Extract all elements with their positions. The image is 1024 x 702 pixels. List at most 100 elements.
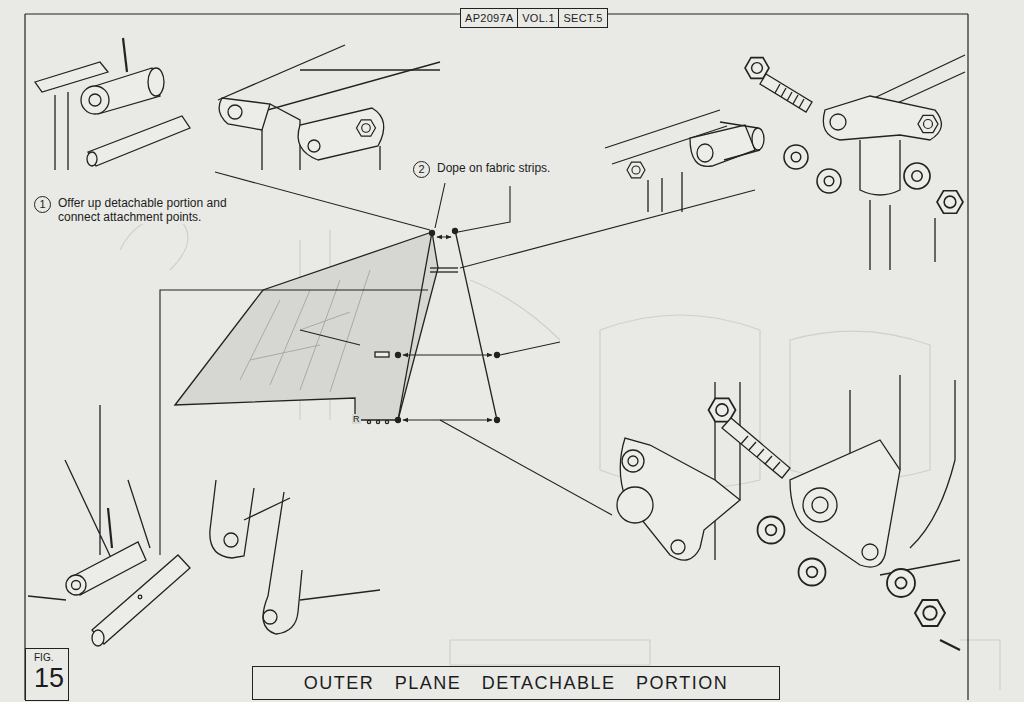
wing-portion-part (240, 300, 280, 380)
station-mark: R (352, 414, 361, 424)
bolted-joint (617, 375, 960, 650)
wing-portion-part (430, 271, 458, 272)
fork-lug-part (263, 492, 302, 634)
tube-fitting-part (88, 116, 190, 166)
bolted-joint (745, 55, 965, 270)
wing-portion-part (250, 345, 320, 360)
instruction-text: Offer up detachable portion and connect … (56, 196, 260, 224)
tube-fitting-part (54, 95, 55, 170)
leader-line-part (460, 190, 755, 268)
tube-fitting-part (92, 555, 190, 644)
wing-portion-part (495, 353, 500, 358)
wing-portion-part (430, 267, 458, 268)
tube-fitting-part (92, 630, 104, 646)
header-box: AP2097A (460, 8, 519, 28)
lug-bracket-part (270, 104, 300, 140)
leader-line-part (160, 290, 428, 555)
wing-portion-part (437, 237, 451, 238)
bolted-joint-part (887, 569, 915, 597)
bolted-joint-part (775, 84, 804, 108)
lug-bracket-part (219, 98, 270, 130)
wing-portion-part (398, 232, 432, 420)
lug-bracket-part (246, 62, 440, 116)
tube-fitting-part (28, 596, 66, 600)
show-through-part (960, 640, 1000, 690)
figure-title: OUTER PLANE DETACHABLE PORTION (252, 666, 780, 700)
leader-line-part (458, 186, 510, 232)
wing-portion-part (330, 270, 370, 392)
figure-number-box: FIG.15 (25, 648, 69, 701)
bolted-joint-part (940, 640, 960, 650)
page-frame (25, 14, 968, 700)
wing-portion-part (455, 230, 497, 420)
wing-portion-part (376, 420, 379, 423)
bolted-joint-part (803, 488, 837, 522)
bolted-joint-part (830, 114, 846, 130)
bolted-joint-part (812, 497, 828, 513)
wing-portion-part (403, 355, 492, 356)
fork-lug-part (300, 590, 380, 600)
bolted-joint-part (628, 456, 638, 466)
callout-number: 2 (413, 161, 430, 178)
wing-portion-part (300, 312, 350, 330)
wing-portion-part (385, 420, 388, 423)
lug-bracket-part (228, 105, 242, 119)
tube-fitting-part (123, 38, 127, 72)
bolted-joint-part (937, 191, 963, 214)
strut-fitting-part (648, 172, 682, 212)
tube-fitting-part (87, 152, 97, 166)
bolted-joint-part (915, 600, 945, 626)
fork-lug (210, 480, 380, 634)
tube-fitting (35, 38, 190, 170)
lug-bracket-part (308, 140, 320, 152)
fork-lug-part (244, 498, 290, 520)
leader-line-part (435, 183, 445, 228)
tube-fitting (28, 405, 190, 646)
leader-line-part (500, 342, 560, 355)
show-through-part (450, 640, 650, 665)
strut-fitting-part (697, 144, 713, 162)
leader-line-part (440, 420, 612, 515)
wing-portion-part (396, 418, 401, 423)
bolted-joint-part (790, 440, 900, 567)
leader-line-part (300, 330, 360, 345)
strut-fitting-part (752, 128, 764, 150)
wing-portion-part (270, 290, 310, 385)
tube-fitting-part (72, 581, 81, 590)
wing-portion-part (403, 420, 492, 421)
lug-bracket-part (357, 120, 376, 136)
tube-fitting-part (138, 595, 142, 599)
bolted-joint-part (760, 74, 812, 112)
wing-portion-part (396, 353, 401, 358)
bolted-joint-part (910, 380, 955, 548)
step-callout: 1 Offer up detachable portion and connect… (34, 196, 260, 224)
wing-portion-part (495, 418, 500, 423)
bolted-joint-part (722, 418, 790, 478)
bolted-joint-part (870, 200, 935, 270)
figure-number: 15 (34, 663, 68, 693)
lug-bracket (218, 45, 440, 170)
header-text: AP2097A (465, 12, 514, 24)
wing-portion-part (453, 229, 458, 234)
bolted-joint-part (741, 436, 780, 470)
tube-fitting-part (89, 94, 101, 106)
show-through-part (120, 218, 188, 270)
header-box: VOL.1 (517, 8, 560, 28)
instruction-text: Dope on fabric strips. (435, 161, 552, 175)
bolted-joint-part (904, 163, 930, 189)
page-frame-part (967, 14, 968, 700)
bolted-joint-part (862, 544, 878, 560)
header-box: SECT.5 (558, 8, 607, 28)
wing-portion-part (175, 232, 438, 420)
callout-number: 1 (34, 196, 51, 213)
lug-bracket-part (218, 45, 345, 100)
strut-fitting-part (627, 162, 645, 178)
bolted-joint-part (617, 487, 653, 523)
bolted-joint-part (817, 169, 841, 193)
bolted-joint-part (799, 559, 826, 586)
bolted-joint-part (671, 540, 685, 554)
fork-lug-part (224, 533, 238, 547)
lug-bracket-part (298, 108, 384, 160)
